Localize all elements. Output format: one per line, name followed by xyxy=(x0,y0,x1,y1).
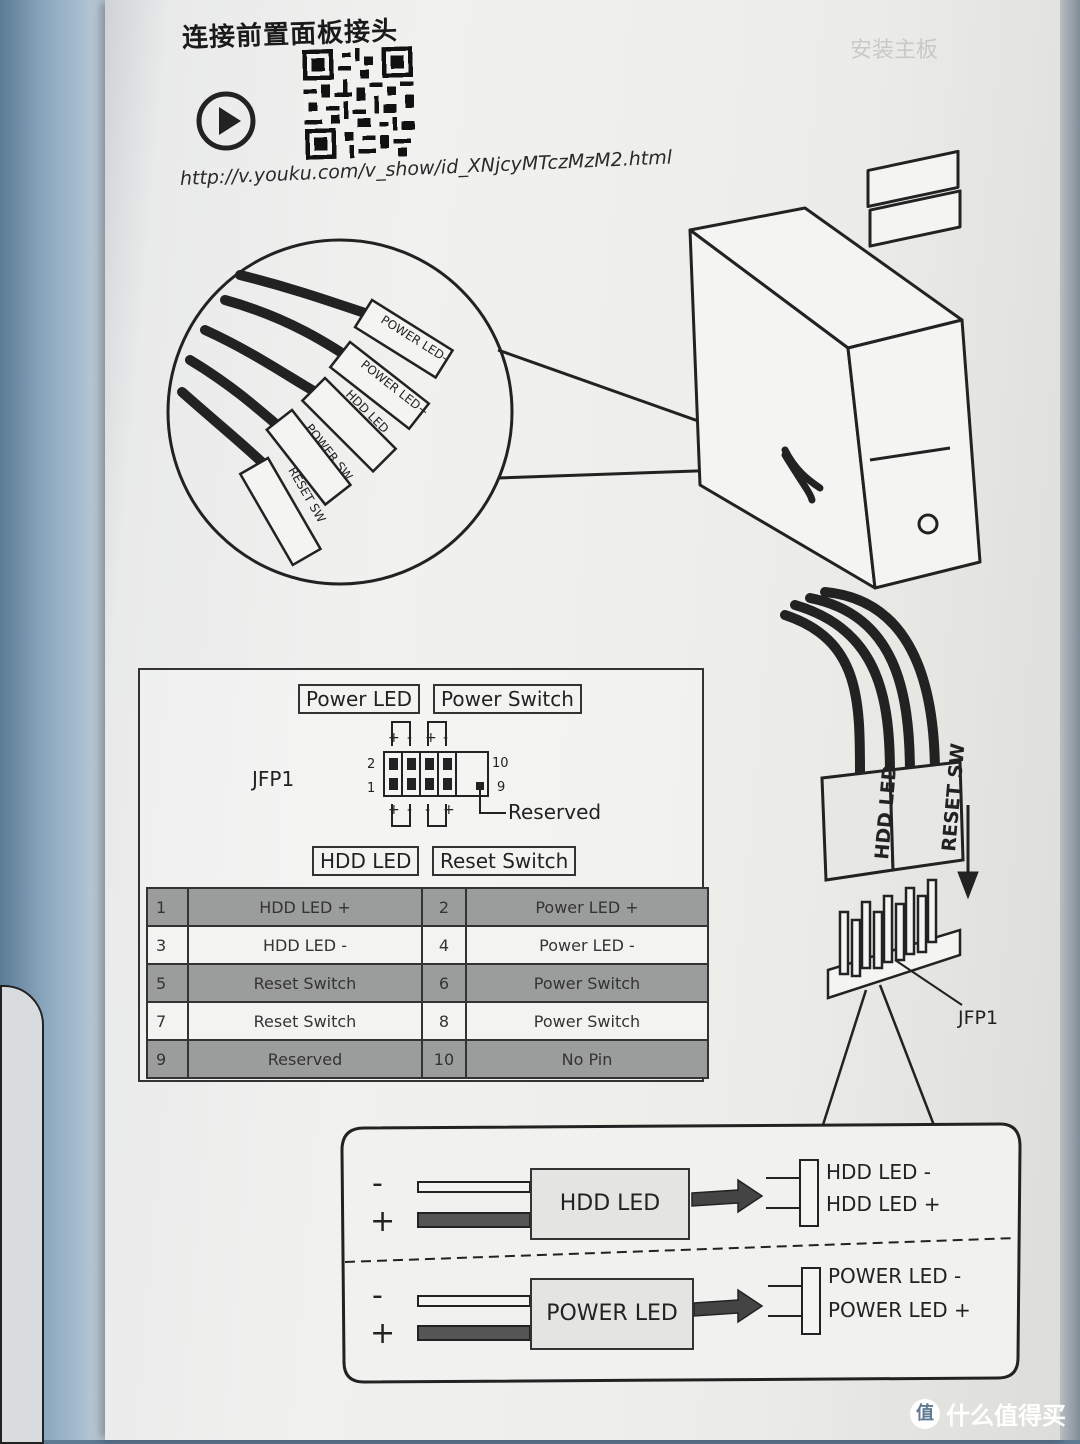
pin-name: Power Switch xyxy=(464,1001,710,1041)
pin-name: HDD LED + xyxy=(187,887,423,927)
label-power-switch: Power Switch xyxy=(433,684,582,714)
down-arrow-icon xyxy=(957,805,979,900)
pin-number-1: 1 xyxy=(367,781,376,796)
pin-number-2: 2 xyxy=(367,757,376,772)
pin-num: 2 xyxy=(420,887,467,927)
svg-text:-: - xyxy=(425,802,430,818)
svg-text:+: + xyxy=(443,802,455,818)
power-led-connector: POWER LED xyxy=(530,1278,694,1350)
pin-number-10: 10 xyxy=(492,756,509,771)
power-pos-sign: + xyxy=(370,1316,396,1351)
svg-text:+: + xyxy=(425,730,437,746)
watermark-text: 什么值得买 xyxy=(946,1402,1066,1430)
pin-num: 10 xyxy=(420,1039,467,1079)
previous-page-edge xyxy=(0,985,44,1444)
pin-name: HDD LED - xyxy=(187,925,423,965)
pin-name: Reset Switch xyxy=(187,1001,423,1041)
detail-pins xyxy=(766,1159,821,1335)
faint-bleedthrough-title: 安装主板 xyxy=(850,38,939,63)
pc-case-cables xyxy=(781,446,824,504)
pin-definition-table: 1 HDD LED + 2 Power LED + 3 HDD LED - 4 … xyxy=(146,887,710,1079)
table-row: 7 Reset Switch 8 Power Switch xyxy=(146,1001,710,1041)
hdd-led-pos-pin: HDD LED + xyxy=(826,1192,941,1216)
jfp1-pin-grid: +-+- +--+ xyxy=(383,721,506,827)
table-row: 9 Reserved 10 No Pin xyxy=(146,1039,710,1079)
pin-num: 4 xyxy=(420,925,467,965)
table-row: 3 HDD LED - 4 Power LED - xyxy=(146,925,710,965)
power-led-pos-pin: POWER LED + xyxy=(828,1298,971,1322)
pin-name: Power LED - xyxy=(464,925,710,965)
svg-text:-: - xyxy=(407,802,412,818)
label-reserved: Reserved xyxy=(508,800,602,824)
jfp1-header-pins xyxy=(826,878,962,1000)
pin-num: 6 xyxy=(420,963,467,1003)
power-neg-sign: - xyxy=(372,1278,383,1313)
qr-code xyxy=(302,46,416,160)
pin-number-9: 9 xyxy=(497,780,506,795)
page-right-edge xyxy=(1060,0,1080,1440)
pin-name: Power LED + xyxy=(464,887,710,927)
watermark-logo-icon: 值 xyxy=(910,1398,940,1429)
pin-num: 7 xyxy=(146,1001,189,1041)
svg-text:-: - xyxy=(407,730,412,746)
jfp1-header-label: JFP1 xyxy=(252,767,295,791)
svg-text:+: + xyxy=(388,802,400,818)
hdd-led-connector: HDD LED xyxy=(530,1168,690,1240)
hdd-neg-sign: - xyxy=(372,1166,383,1201)
header-plugs xyxy=(820,760,965,882)
pin-num: 1 xyxy=(146,887,189,927)
svg-text:+: + xyxy=(388,730,400,746)
table-row: 5 Reset Switch 6 Power Switch xyxy=(146,963,710,1003)
label-reset-switch: Reset Switch xyxy=(432,846,577,876)
pin-num: 5 xyxy=(146,963,189,1003)
header-cables xyxy=(780,587,940,780)
play-icon xyxy=(196,91,256,151)
power-led-neg-pin: POWER LED - xyxy=(828,1264,962,1288)
hdd-led-neg-pin: HDD LED - xyxy=(826,1160,931,1184)
pin-name: Reset Switch xyxy=(187,963,423,1003)
pc-case xyxy=(688,149,982,590)
pin-num: 9 xyxy=(146,1039,189,1079)
label-power-led: Power LED xyxy=(298,684,421,714)
callout-plug-labels: POWER LED- POWER LED+ HDD LED POWER SW R… xyxy=(285,313,450,525)
detail-lines xyxy=(820,984,937,1129)
hdd-pos-sign: + xyxy=(370,1204,396,1239)
jfp1-illustration-label: JFP1 xyxy=(957,1007,998,1029)
pin-name: Power Switch xyxy=(464,963,710,1003)
callout-plugs xyxy=(238,298,455,567)
svg-text:-: - xyxy=(443,730,448,746)
plug-reset-sw-label: RESET SW xyxy=(938,742,969,852)
pin-name: No Pin xyxy=(464,1039,710,1079)
watermark: 值 什么值得买 xyxy=(910,1396,1066,1431)
pin-name: Reserved xyxy=(187,1039,423,1079)
label-hdd-led: HDD LED xyxy=(312,846,420,876)
pin-num: 3 xyxy=(146,925,189,965)
table-row: 1 HDD LED + 2 Power LED + xyxy=(146,887,710,927)
arrow-right-icon xyxy=(691,1178,764,1324)
pin-num: 8 xyxy=(420,1001,467,1041)
